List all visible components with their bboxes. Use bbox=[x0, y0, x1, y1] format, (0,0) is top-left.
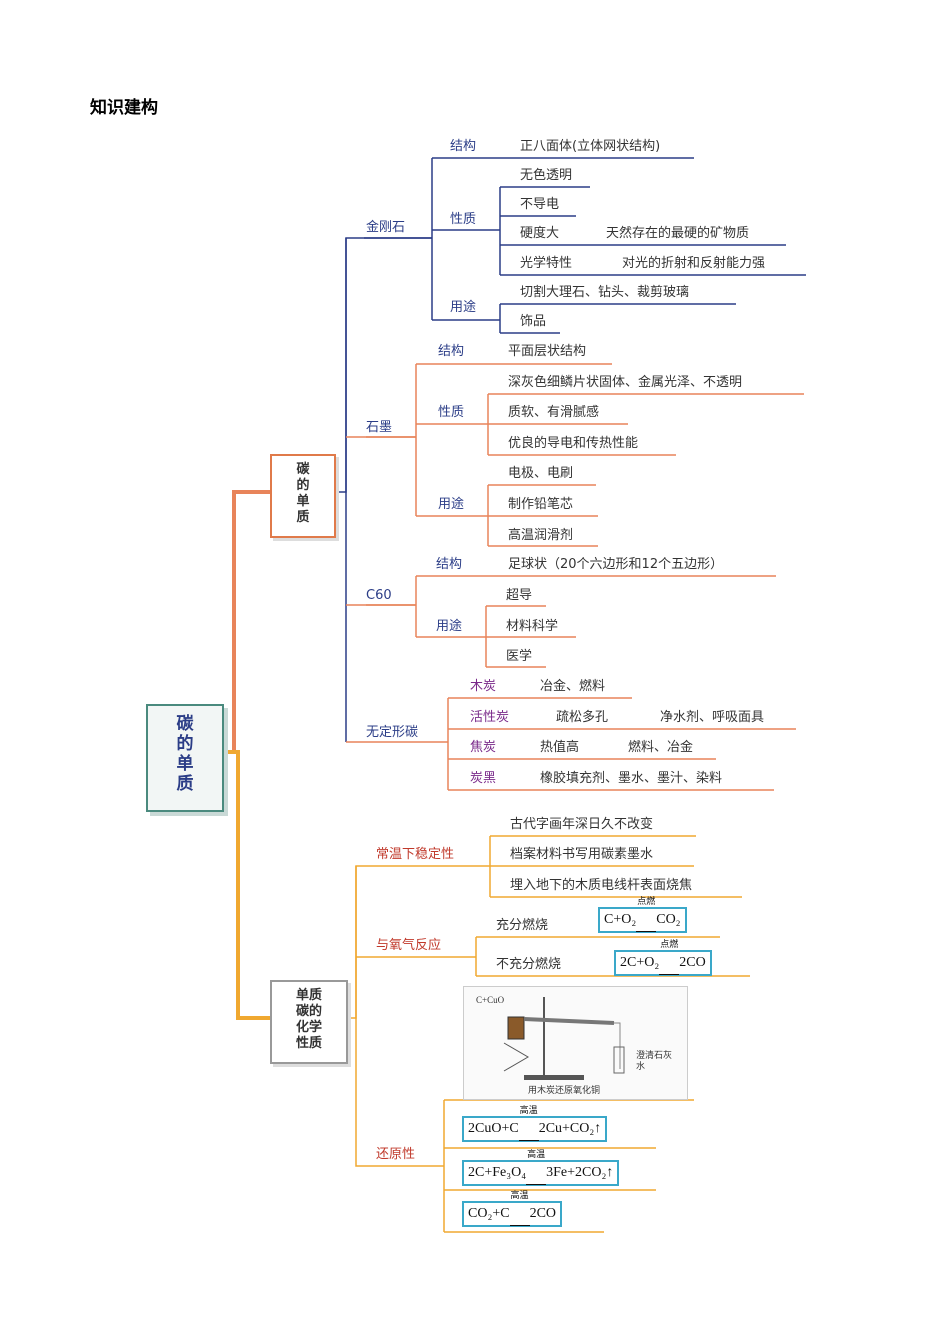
amorphous-item: 活性炭 bbox=[470, 710, 510, 725]
figure-label-top: C+CuO bbox=[476, 995, 505, 1005]
graphite-use: 高温润滑剂 bbox=[508, 528, 574, 543]
figure-caption: 用木炭还原氧化铜 bbox=[528, 1086, 601, 1096]
c60-use: 超导 bbox=[506, 588, 533, 603]
stability-example: 古代字画年深日久不改变 bbox=[510, 817, 654, 832]
node-reducing-property: 还原性 bbox=[376, 1147, 416, 1162]
diamond-property: 无色透明 bbox=[520, 168, 573, 183]
branch-char: 单 bbox=[296, 494, 310, 509]
figure-label-side: 澄清石灰水 bbox=[636, 1051, 673, 1072]
amorphous-item-desc: 橡胶填充剂、墨水、墨汁、染料 bbox=[540, 771, 723, 786]
full-combustion-label: 充分燃烧 bbox=[496, 918, 549, 933]
c60-use-label: 用途 bbox=[436, 619, 463, 634]
amorphous-item: 焦炭 bbox=[470, 740, 497, 755]
equation-right: 3Fe+2CO₂↑ bbox=[546, 1165, 614, 1180]
graphite-property: 质软、有滑腻感 bbox=[508, 405, 600, 420]
equation-right: CO₂ bbox=[656, 912, 681, 927]
equation-right: 2Cu+CO₂↑ bbox=[538, 1121, 602, 1136]
root-char: 的 bbox=[176, 734, 194, 754]
diamond-structure-label: 结构 bbox=[450, 139, 477, 154]
c60-use: 材料科学 bbox=[506, 619, 559, 634]
branch-line: 化学 bbox=[295, 1020, 322, 1035]
diamond-property: 光学特性 bbox=[520, 256, 573, 271]
amorphous-item: 木炭 bbox=[470, 679, 497, 694]
branch-line: 碳的 bbox=[295, 1004, 322, 1019]
branch-char: 质 bbox=[296, 510, 310, 525]
equation-condition: 高温 bbox=[518, 1105, 539, 1141]
diamond-property: 不导电 bbox=[520, 197, 560, 212]
diamond-use-label: 用途 bbox=[450, 300, 477, 315]
graphite-structure-label: 结构 bbox=[438, 344, 465, 359]
equation-condition: 高温 bbox=[509, 1190, 530, 1226]
graphite-use-label: 用途 bbox=[438, 497, 465, 512]
branch-carbon-elements: 碳 的 单 质 bbox=[270, 454, 336, 538]
apparatus-drawing bbox=[503, 997, 625, 1080]
equation-left: 2C+O₂ bbox=[620, 955, 660, 970]
condition-text: 高温 bbox=[527, 1149, 546, 1159]
equation-left: 2CuO+C bbox=[468, 1121, 519, 1136]
node-diamond: 金刚石 bbox=[366, 220, 406, 235]
graphite-structure: 平面层状结构 bbox=[508, 344, 587, 359]
root-node: 碳 的 单 质 bbox=[146, 704, 224, 812]
lab-apparatus-figure: C+CuO 澄清石灰水 用木炭还原氧化铜 bbox=[463, 986, 688, 1100]
equation-left: C+O₂ bbox=[604, 912, 637, 927]
branch-char: 的 bbox=[296, 478, 310, 493]
root-char: 单 bbox=[176, 754, 194, 774]
condition-text: 点燃 bbox=[637, 896, 656, 906]
equation-left: 2C+Fe₃O₄ bbox=[468, 1165, 527, 1180]
diamond-property-note: 天然存在的最硬的矿物质 bbox=[606, 226, 750, 241]
condition-text: 高温 bbox=[519, 1105, 538, 1115]
condition-text: 高温 bbox=[510, 1190, 529, 1200]
graphite-property-label: 性质 bbox=[438, 405, 465, 420]
amorphous-item-use: 净水剂、呼吸面具 bbox=[660, 710, 765, 725]
diamond-use: 饰品 bbox=[520, 314, 547, 329]
equation-condition: 点燃 bbox=[636, 896, 657, 932]
branch-char: 碳 bbox=[296, 462, 310, 477]
equation-left: CO₂+C bbox=[468, 1206, 510, 1221]
amorphous-item-desc: 热值高 bbox=[540, 740, 580, 755]
amorphous-item: 炭黑 bbox=[470, 771, 497, 786]
condition-text: 点燃 bbox=[660, 939, 679, 949]
diamond-use: 切割大理石、钻头、裁剪玻璃 bbox=[520, 285, 690, 300]
equation-right: 2CO bbox=[679, 955, 706, 970]
diamond-structure: 正八面体(立体网状结构) bbox=[520, 139, 661, 154]
partial-combustion-label: 不充分燃烧 bbox=[496, 957, 562, 972]
root-char: 碳 bbox=[176, 714, 194, 734]
node-c60: C60 bbox=[366, 588, 392, 603]
diamond-property: 硬度大 bbox=[520, 226, 560, 241]
node-amorphous-carbon: 无定形碳 bbox=[366, 725, 419, 740]
branch-chemical-properties: 单质 碳的 化学 性质 bbox=[270, 980, 348, 1064]
amorphous-item-use: 燃料、冶金 bbox=[628, 740, 694, 755]
stability-example: 档案材料书写用碳素墨水 bbox=[510, 847, 654, 862]
amorphous-item-desc: 冶金、燃料 bbox=[540, 679, 606, 694]
graphite-property: 深灰色细鳞片状固体、金属光泽、不透明 bbox=[508, 375, 743, 390]
node-graphite: 石墨 bbox=[366, 420, 393, 435]
graphite-property: 优良的导电和传热性能 bbox=[508, 436, 639, 451]
diamond-property-note: 对光的折射和反射能力强 bbox=[622, 256, 766, 271]
graphite-use: 电极、电刷 bbox=[508, 466, 574, 481]
diamond-property-label: 性质 bbox=[450, 212, 477, 227]
stability-example: 埋入地下的木质电线杆表面烧焦 bbox=[510, 878, 693, 893]
node-stability: 常温下稳定性 bbox=[376, 847, 455, 862]
c60-structure-label: 结构 bbox=[436, 557, 463, 572]
branch-line: 性质 bbox=[295, 1036, 322, 1051]
c60-structure: 足球状（20个六边形和12个五边形） bbox=[508, 557, 724, 572]
equation-condition: 点燃 bbox=[659, 939, 680, 975]
equation-condition: 高温 bbox=[526, 1149, 547, 1185]
branch-line: 单质 bbox=[295, 988, 322, 1003]
root-char: 质 bbox=[176, 774, 194, 794]
c60-use: 医学 bbox=[506, 649, 533, 664]
amorphous-item-desc: 疏松多孔 bbox=[556, 710, 609, 725]
equation-right: 2CO bbox=[529, 1206, 557, 1221]
graphite-use: 制作铅笔芯 bbox=[508, 497, 574, 512]
page-title: 知识建构 bbox=[90, 98, 158, 118]
node-oxygen-reaction: 与氧气反应 bbox=[376, 938, 442, 953]
